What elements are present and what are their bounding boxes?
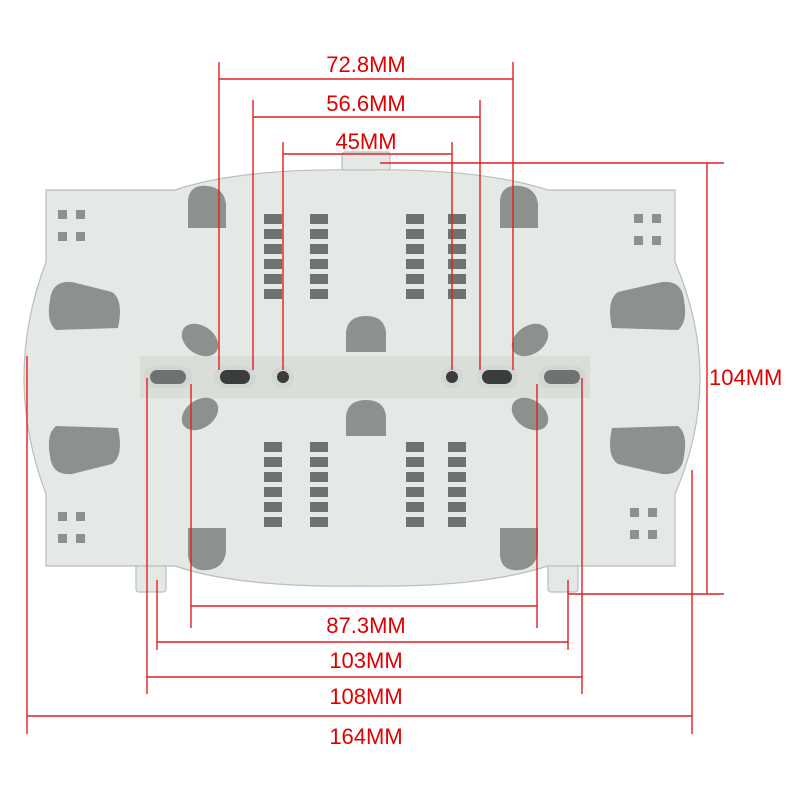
ladder-slot [448, 274, 466, 284]
ladder-slot [264, 289, 282, 299]
dim-label-56-6: 56.6MM [326, 91, 405, 116]
angled-slot-left-top [181, 323, 219, 357]
dim-label-103: 103MM [329, 648, 402, 673]
ladder-slot [406, 214, 424, 224]
corner-grid-top-left [58, 210, 85, 241]
ladder-slot [448, 517, 466, 527]
round-hole-left-inner [277, 371, 289, 383]
arch-slot-bottom [346, 400, 386, 436]
ladder-slot [406, 289, 424, 299]
ladder-slot [310, 259, 328, 269]
ladder-slot [448, 229, 466, 239]
ladder-slot [448, 472, 466, 482]
ladder-slot [264, 244, 282, 254]
ladder-slot [310, 289, 328, 299]
ladder-slot [310, 244, 328, 254]
round-hole-right-inner [446, 371, 458, 383]
ladder-slot [406, 442, 424, 452]
ladder-slot [448, 244, 466, 254]
ladder-slot [406, 274, 424, 284]
ladder-slot [406, 472, 424, 482]
dimension-lines [26, 62, 724, 734]
ladder-slot [406, 502, 424, 512]
ladder-slot [310, 487, 328, 497]
ladder-slot [310, 472, 328, 482]
ladder-slot [264, 442, 282, 452]
wedge-slot-right-bottom [610, 426, 686, 475]
ladder-slot [406, 517, 424, 527]
slot-ladders [264, 214, 466, 527]
ladder-slot [310, 517, 328, 527]
ladder-slot [264, 472, 282, 482]
oblong-slot-right-inner [482, 370, 512, 384]
ladder-slot [406, 229, 424, 239]
ladder-slot [448, 487, 466, 497]
ladder-slot [310, 229, 328, 239]
ladder-slot [264, 214, 282, 224]
ladder-slot [310, 274, 328, 284]
dimension-labels: 72.8MM 56.6MM 45MM 104MM 87.3MM 103MM 10… [326, 52, 782, 749]
ladder-slot [264, 517, 282, 527]
ladder-slot [448, 457, 466, 467]
wedge-slot-left-top [48, 281, 120, 330]
ladder-slot [310, 457, 328, 467]
ladder-slot [406, 457, 424, 467]
ladder-slot [406, 259, 424, 269]
ladder-slot [264, 274, 282, 284]
finger-slot-bottom-left [188, 528, 226, 571]
wedge-slot-left-bottom [48, 426, 120, 475]
ladder-slot [310, 442, 328, 452]
dim-label-45: 45MM [335, 129, 396, 154]
ladder-slot [406, 244, 424, 254]
ladder-slot [310, 214, 328, 224]
angled-slot-right-top [511, 323, 549, 357]
ladder-slot [264, 487, 282, 497]
dim-label-108: 108MM [329, 684, 402, 709]
corner-grid-top-right [634, 214, 661, 245]
ladder-slot [406, 487, 424, 497]
ladder-slot [448, 214, 466, 224]
angled-slot-right-bottom [511, 397, 549, 431]
finger-slot-top-right [500, 185, 538, 228]
dim-label-87-3: 87.3MM [326, 613, 405, 638]
center-band [140, 356, 590, 398]
ladder-slot [448, 259, 466, 269]
corner-grid-bottom-right [630, 508, 657, 539]
ladder-slot [264, 457, 282, 467]
ladder-slot [264, 502, 282, 512]
oblong-slot-far-right-inner [544, 370, 580, 384]
arch-slot-top [346, 316, 386, 352]
finger-slot-bottom-right [500, 528, 538, 571]
ladder-slot [448, 289, 466, 299]
ladder-slot [310, 502, 328, 512]
ladder-slot [264, 259, 282, 269]
oblong-slot-far-left-inner [150, 370, 186, 384]
dim-label-72-8: 72.8MM [326, 52, 405, 77]
finger-slot-top-left [188, 185, 226, 228]
oblong-slot-left-inner [220, 370, 250, 384]
splice-tray [23, 151, 701, 593]
wedge-slot-right-top [610, 281, 686, 330]
ladder-slot [448, 502, 466, 512]
ladder-slot [448, 442, 466, 452]
dim-label-104: 104MM [709, 365, 782, 390]
ladder-slot [264, 229, 282, 239]
dim-label-164: 164MM [329, 724, 402, 749]
corner-grid-bottom-left [58, 512, 85, 543]
